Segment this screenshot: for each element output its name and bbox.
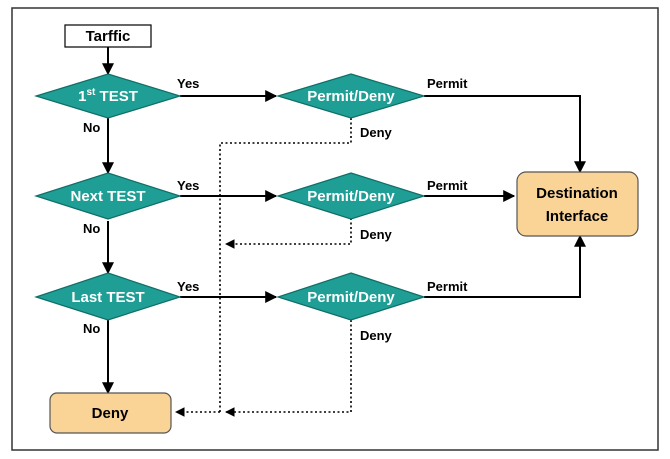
decision1-permit-arrow: [424, 95, 586, 174]
test1-label-rest: TEST: [95, 88, 138, 105]
test1-no-label: No: [83, 120, 100, 135]
decision2-deny-line: [225, 218, 352, 249]
deny-box-label: Deny: [92, 405, 129, 422]
test3-yes-label: Yes: [177, 279, 199, 294]
decision2-permit-label: Permit: [427, 178, 468, 193]
test1-yes-label: Yes: [177, 76, 199, 91]
destination-interface-box: Destination Interface: [516, 171, 639, 237]
decision-diamond-3: Permit/Deny: [276, 272, 426, 321]
destination-line2: Interface: [546, 208, 609, 225]
connectors: [102, 47, 586, 395]
start-label: Tarffic: [86, 28, 131, 45]
test-diamond-1: 1st TEST: [33, 73, 183, 119]
start-node: Tarffic: [64, 24, 152, 48]
test1-label-main: 1: [78, 88, 86, 105]
decision3-permit-label: Permit: [427, 279, 468, 294]
decision-diamond-2: Permit/Deny: [276, 172, 426, 220]
decision2-deny-label: Deny: [360, 227, 393, 242]
svg-text:1st TEST: 1st TEST: [78, 87, 138, 105]
decision3-deny-line: [225, 320, 352, 417]
test2-label: Next TEST: [70, 188, 145, 205]
decision3-permit-arrow: [424, 234, 586, 298]
decision3-deny-label: Deny: [360, 328, 393, 343]
decision2-label: Permit/Deny: [307, 188, 395, 205]
decision-diamond-1: Permit/Deny: [275, 73, 427, 119]
deny-connectors: [175, 118, 352, 417]
destination-line1: Destination: [536, 185, 618, 202]
decision1-deny-label: Deny: [360, 125, 393, 140]
test2-yes-label: Yes: [177, 178, 199, 193]
deny-box: Deny: [49, 392, 172, 434]
test3-label: Last TEST: [71, 289, 144, 306]
test3-no-label: No: [83, 321, 100, 336]
decision1-permit-label: Permit: [427, 76, 468, 91]
decision1-deny-line: [219, 118, 352, 412]
test-diamond-3: Last TEST: [34, 272, 182, 321]
test2-no-label: No: [83, 221, 100, 236]
test1-label-sup: st: [86, 87, 96, 98]
test-diamond-2: Next TEST: [34, 172, 182, 220]
decision3-label: Permit/Deny: [307, 289, 395, 306]
decision1-label: Permit/Deny: [307, 88, 395, 105]
